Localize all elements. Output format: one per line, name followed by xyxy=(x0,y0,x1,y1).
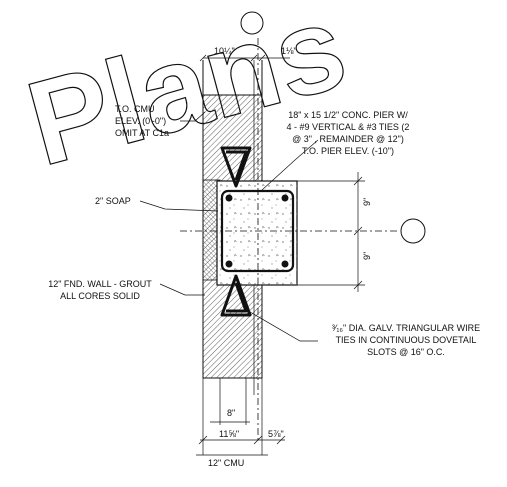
rebar-bar xyxy=(281,260,289,268)
note-cmu-line-3: OMIT AT C1a xyxy=(115,128,169,138)
leader-pier xyxy=(261,139,319,191)
dim-bottom-left: 11⅝" xyxy=(219,429,239,439)
note-ties-line-1: ³⁄₁₆" DIA. GALV. TRIANGULAR WIRE xyxy=(332,323,480,333)
dim-tick xyxy=(353,280,363,290)
wire-tie-lower xyxy=(220,274,252,317)
grid-bubble-top xyxy=(240,11,264,35)
note-pier-line-3: @ 3" , REMAINDER @ 12") xyxy=(292,134,404,144)
grid-bubble-right xyxy=(400,218,426,244)
dim-bottom-inner: 8" xyxy=(227,408,235,418)
dim-tick xyxy=(198,435,208,445)
rebar-bar xyxy=(225,260,233,268)
dim-bottom-overall: 12" CMU xyxy=(208,458,244,468)
leader-wall xyxy=(159,283,205,296)
note-cmu-line-1: T.O. CMU xyxy=(115,104,155,114)
dim-tick xyxy=(253,435,263,445)
leader-cmu xyxy=(180,111,206,122)
leader-soap xyxy=(139,200,219,212)
note-pier-line-4: T.O. PIER ELEV. (-10") xyxy=(302,146,394,156)
dim-top-left: 10¼" xyxy=(214,46,235,56)
leader-ties xyxy=(249,311,318,342)
dim-tick xyxy=(250,54,258,62)
note-ties-line-3: SLOTS @ 16" O.C. xyxy=(367,347,445,357)
note-pier-line-2: 4 - #9 VERTICAL & #3 TIES (2 xyxy=(287,122,410,132)
wire-tie-upper xyxy=(220,146,252,188)
dim-side-upper: 9" xyxy=(362,198,372,206)
note-wall-line-2: ALL CORES SOLID xyxy=(60,291,140,301)
note-pier-line-1: 18" x 15 1/2" CONC. PIER W/ xyxy=(288,110,408,120)
note-soap: 2" SOAP xyxy=(95,196,131,206)
note-cmu-line-2: ELEV. (0'-0") xyxy=(115,116,166,126)
note-ties-line-2: TIES IN CONTINUOUS DOVETAIL xyxy=(336,335,477,345)
dim-tick xyxy=(353,176,363,186)
dim-top-right: 1⅛" xyxy=(281,46,297,56)
dim-tick xyxy=(276,435,286,445)
note-wall-line-1: 12" FND. WALL - GROUT xyxy=(48,279,152,289)
watermark-text: Plans xyxy=(15,0,359,191)
dim-tick xyxy=(353,226,363,236)
rebar-bar xyxy=(281,194,289,202)
rebar-bar xyxy=(225,194,233,202)
dim-side-lower: 9" xyxy=(362,252,372,260)
dim-tick xyxy=(199,54,207,62)
dim-bottom-right: 5⅞" xyxy=(268,429,284,439)
